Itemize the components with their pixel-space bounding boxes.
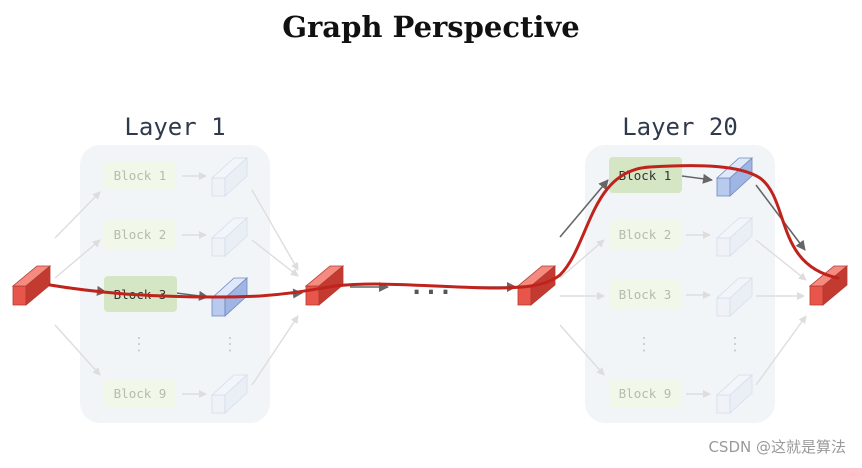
- layer-1-label: Layer 1: [124, 113, 225, 141]
- layer-1-tensor-1: [210, 157, 249, 197]
- layer-20-block-9-label: Block 9: [619, 386, 672, 401]
- layer-1-tensor-9: [210, 374, 249, 414]
- watermark: CSDN @这就是算法: [708, 438, 846, 456]
- layer-1-tensor-ellipsis: ⋮: [221, 334, 239, 354]
- layer-20-tensor-9: [715, 374, 754, 414]
- layer-20-block-9: [609, 379, 681, 408]
- layer-1-tensor-2: [210, 217, 249, 257]
- layer-20-input-tensor: [516, 265, 557, 306]
- diagram-title: Graph Perspective: [282, 10, 579, 44]
- input-tensor: [11, 265, 52, 306]
- layer-20-label: Layer 20: [622, 113, 738, 141]
- layer-20-block-3: [609, 280, 681, 309]
- layer-20-tensors: ⋮: [715, 157, 754, 414]
- output-tensor: [808, 265, 849, 306]
- layer-1-vertical-ellipsis: ⋮: [130, 334, 148, 354]
- layer-1-connections: [54, 172, 299, 398]
- layer-20-block-1-label: Block 1: [619, 168, 672, 183]
- layer-1-block-9-label: Block 9: [114, 386, 167, 401]
- layer-1-block-1: [104, 161, 176, 190]
- layer-20-tensor-2: [715, 217, 754, 257]
- layer-20-block-2: [609, 220, 681, 249]
- layer-1-block-2-label: Block 2: [114, 227, 167, 242]
- layer-1-block-1-label: Block 1: [114, 168, 167, 183]
- layer-20-tensor-ellipsis: ⋮: [726, 334, 744, 354]
- layer-20-connections: [559, 231, 807, 398]
- layer-1-block-2: [104, 220, 176, 249]
- layer-1-block-9: [104, 379, 176, 408]
- layer-20-block-2-label: Block 2: [619, 227, 672, 242]
- layer-20-block-3-label: Block 3: [619, 287, 672, 302]
- layer-20-tensor-3: [715, 277, 754, 317]
- highlighted-path: [48, 164, 840, 299]
- layer-20-vertical-ellipsis: ⋮: [635, 334, 653, 354]
